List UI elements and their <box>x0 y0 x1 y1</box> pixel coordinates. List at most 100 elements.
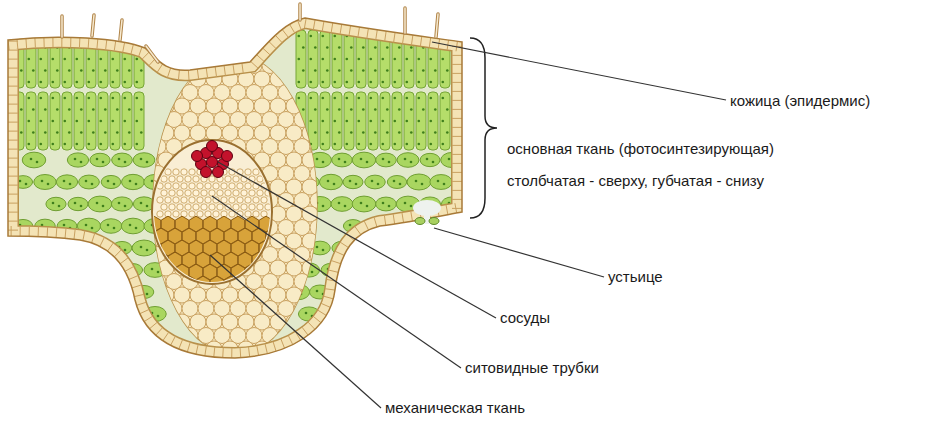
chloroplast <box>85 312 88 315</box>
chloroplast <box>322 161 325 164</box>
spongy-cell <box>342 263 364 278</box>
sieve-tube <box>201 190 207 196</box>
spongy-cell <box>397 153 419 168</box>
chloroplast <box>422 131 425 134</box>
parenchyma-cell <box>294 85 310 101</box>
chloroplast <box>116 131 119 134</box>
spongy-cell <box>23 284 46 299</box>
sieve-tube <box>189 211 195 217</box>
chloroplast <box>430 97 433 100</box>
chloroplast <box>91 183 94 186</box>
parenchyma-cell <box>302 71 318 87</box>
spongy-cell <box>23 240 46 255</box>
chloroplast <box>394 120 397 123</box>
sieve-tube <box>261 169 267 175</box>
spongy-cell <box>2 242 21 255</box>
chloroplast <box>334 58 337 61</box>
leaf-hair <box>436 14 438 37</box>
sieve-tube <box>253 211 259 217</box>
chloroplast <box>8 290 11 293</box>
chloroplast <box>80 161 83 164</box>
leaf-hair <box>60 16 64 37</box>
chloroplast <box>388 205 391 208</box>
parenchyma-cell <box>310 274 326 290</box>
palisade-cell <box>440 92 450 150</box>
vessel <box>222 151 233 162</box>
chloroplast <box>442 120 445 123</box>
chloroplast <box>19 180 22 183</box>
spongy-cell <box>462 284 485 300</box>
chloroplast <box>113 271 116 274</box>
chloroplast <box>8 246 11 249</box>
chloroplast <box>382 290 385 293</box>
parenchyma-cell <box>310 112 326 128</box>
sieve-tube <box>181 197 187 203</box>
sieve-tube <box>257 190 263 196</box>
chloroplast <box>421 227 424 230</box>
spongy-cell <box>68 197 88 210</box>
chloroplast <box>322 249 325 252</box>
spongy-cell <box>387 263 408 277</box>
chloroplast <box>74 158 77 161</box>
parenchyma-cell <box>326 85 342 101</box>
chloroplast <box>20 108 23 111</box>
chloroplast <box>404 290 407 293</box>
spongy-cell <box>79 175 100 189</box>
chloroplast <box>338 46 341 49</box>
palisade-cell <box>428 92 438 150</box>
palisade-cell <box>110 92 120 150</box>
chloroplast <box>146 161 149 164</box>
chloroplast <box>371 268 374 271</box>
mechanical-cell <box>259 264 273 280</box>
spongy-cell <box>78 307 99 321</box>
chloroplast <box>382 81 385 84</box>
chloroplast <box>140 131 143 134</box>
chloroplast <box>28 58 31 61</box>
sieve-tube <box>165 169 171 175</box>
chloroplast <box>386 108 389 111</box>
chloroplast <box>146 249 149 252</box>
chloroplast <box>44 131 47 134</box>
chloroplast <box>326 69 329 72</box>
chloroplast <box>393 312 396 315</box>
spongy-cell <box>430 175 452 190</box>
parenchyma-cell <box>318 152 334 168</box>
chloroplast <box>116 108 119 111</box>
epidermis <box>7 17 463 359</box>
sieve-tube <box>189 169 195 175</box>
chloroplast <box>487 271 490 274</box>
spongy-cell <box>67 153 88 167</box>
chloroplast <box>136 143 139 146</box>
chloroplast <box>322 58 325 61</box>
chloroplast <box>140 246 143 249</box>
chloroplast <box>116 69 119 72</box>
spongy-cell <box>407 174 431 190</box>
spongy-cell <box>101 264 120 277</box>
sieve-tube <box>161 190 167 196</box>
sieve-tube <box>197 211 203 217</box>
chloroplast <box>112 97 115 100</box>
sieve-tube <box>157 197 163 203</box>
parenchyma-cell <box>286 44 302 60</box>
epidermis-cell-wall <box>318 310 327 316</box>
chloroplast <box>334 120 337 123</box>
sieve-tube <box>253 197 259 203</box>
parenchyma-cell <box>174 44 190 60</box>
spongy-cell <box>352 196 376 212</box>
sieve-tube <box>205 183 211 189</box>
chloroplast <box>88 81 91 84</box>
chloroplast <box>36 293 39 296</box>
chloroplast <box>338 202 341 205</box>
chloroplast <box>377 271 380 274</box>
chloroplast <box>366 293 369 296</box>
chloroplast <box>100 97 103 100</box>
chloroplast <box>349 180 352 183</box>
chloroplast <box>302 69 305 72</box>
chloroplast <box>358 58 361 61</box>
spongy-cell <box>342 307 363 321</box>
chloroplast <box>124 97 127 100</box>
parenchyma-cell <box>326 139 342 155</box>
chloroplast <box>362 131 365 134</box>
chloroplast <box>124 35 127 38</box>
sieve-tube <box>217 190 223 196</box>
